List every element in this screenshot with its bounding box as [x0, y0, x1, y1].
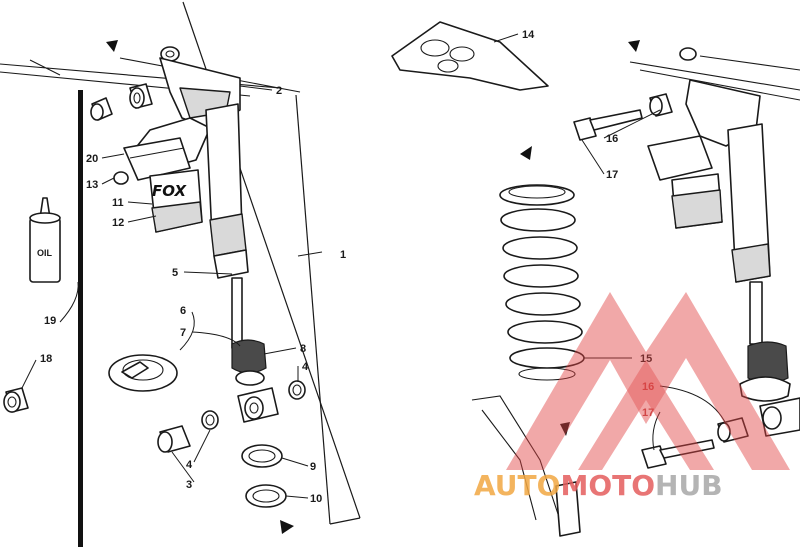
shock-absorber-assembly: FOX: [123, 57, 279, 423]
callout-13: 13: [86, 179, 98, 191]
coil-spring-15: [499, 146, 585, 381]
watermark-word-moto: MOTO: [560, 469, 655, 502]
callout-17-top: 17: [606, 169, 618, 181]
assembly-divider-bar: [78, 90, 83, 547]
callout-16-bottom: 16: [642, 381, 654, 393]
callout-2: 2: [276, 85, 282, 97]
callout-19: 19: [44, 315, 56, 327]
watermark-logo-icon: [506, 292, 790, 470]
callout-15: 15: [640, 353, 652, 365]
direction-arrow-icon: [106, 40, 118, 52]
callout-5: 5: [172, 267, 178, 279]
callout-labels: 1 2 3 4 4 5 6 7 8 9 10 11 12 13 14 15 16…: [40, 29, 654, 505]
callout-16-top: 16: [606, 133, 618, 145]
callout-7: 7: [180, 327, 186, 339]
callout-10: 10: [310, 493, 322, 505]
lock-ring-10: [245, 484, 287, 508]
mud-guard-14: [391, 21, 549, 91]
callout-17-bottom: 17: [642, 407, 654, 419]
callout-8: 8: [300, 343, 306, 355]
callout-4-upper: 4: [302, 361, 309, 373]
callout-12: 12: [112, 217, 124, 229]
o-ring-13: [113, 171, 129, 185]
watermark-text: AUTOMOTOHUB: [474, 469, 723, 502]
upper-mount-lines-left: [0, 40, 301, 97]
nut-18: [3, 387, 29, 413]
direction-arrow-icon: [280, 520, 294, 534]
oil-bottle-19: OIL: [29, 197, 61, 283]
direction-arrow-icon: [560, 422, 570, 436]
fox-brand-label: FOX: [152, 182, 187, 200]
right-assembly: [471, 40, 800, 537]
bushing-4-lower: [201, 410, 219, 430]
watermark-word-hub: HUB: [655, 469, 723, 502]
callout-14: 14: [522, 29, 535, 41]
upper-bushing-right: [129, 83, 153, 109]
callout-18: 18: [40, 353, 52, 365]
callout-11: 11: [112, 197, 124, 209]
bushing-4-upper: [288, 380, 306, 400]
upper-bushing-left: [90, 97, 113, 121]
preload-collar-6: [108, 354, 178, 392]
watermark-word-auto: AUTO: [474, 469, 560, 502]
callout-9: 9: [310, 461, 316, 473]
callout-1: 1: [340, 249, 346, 261]
watermark: AUTOMOTOHUB: [474, 292, 790, 502]
callout-6: 6: [180, 305, 186, 317]
leader-lines: [21, 33, 727, 499]
callout-4-lower: 4: [186, 459, 193, 471]
direction-arrow-icon: [520, 146, 532, 160]
oil-bottle-label: OIL: [37, 248, 53, 258]
sleeve-3: [157, 425, 191, 453]
direction-arrow-icon: [628, 40, 640, 52]
callout-3: 3: [186, 479, 192, 491]
callout-20: 20: [86, 153, 98, 165]
spring-retainer-9: [241, 444, 283, 468]
